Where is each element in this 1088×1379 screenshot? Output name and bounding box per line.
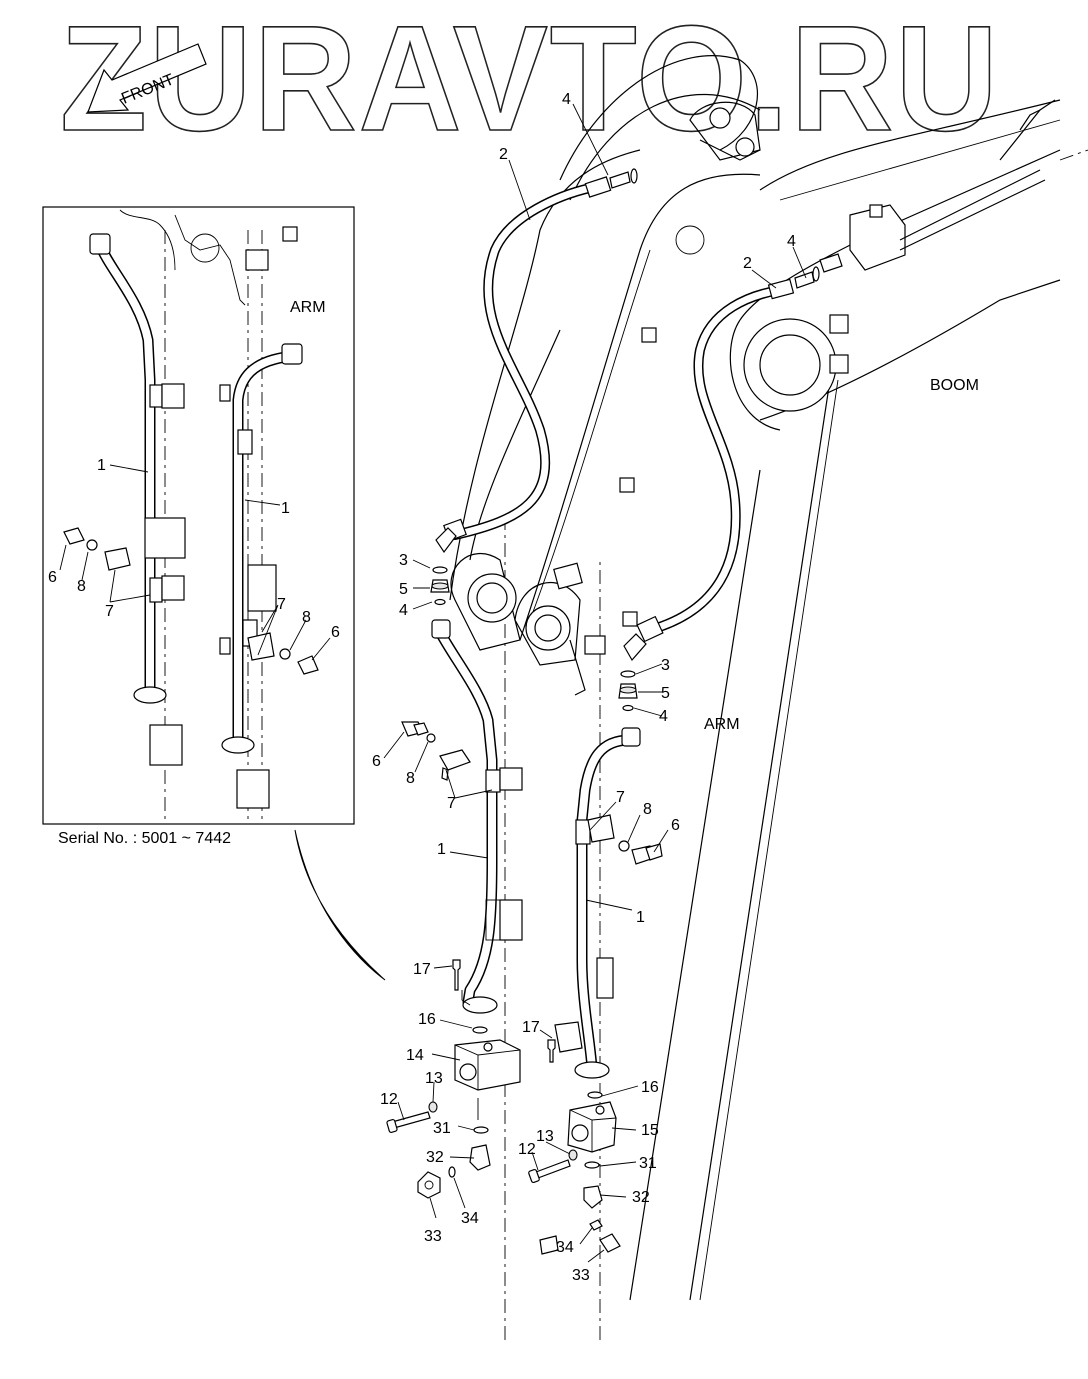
callout-item-5: 5 [399,581,408,598]
clamp-set-main-left [401,721,471,781]
callout-item-34: 34 [461,1210,479,1227]
arm-structure [449,55,1088,1340]
callout-item-33: 33 [424,1228,442,1245]
callout-item-8: 8 [302,609,311,626]
callout-numbers: 1 1 1 1 2 2 3 3 4 4 4 4 5 5 6 6 6 6 7 7 … [48,91,796,1284]
clamp-set-main-right [587,814,663,865]
callout-item-13: 13 [425,1070,443,1087]
callout-item-32: 32 [426,1149,444,1166]
callout-item-7: 7 [447,795,456,812]
arm-label-inset: ARM [290,299,326,316]
callout-item-4: 4 [659,708,668,725]
callout-item-8: 8 [406,770,415,787]
callout-item-2: 2 [499,146,508,163]
callout-item-6: 6 [671,817,680,834]
callout-item-1: 1 [636,909,645,926]
callout-item-16: 16 [418,1011,436,1028]
upper-fittings [609,168,843,289]
callout-item-3: 3 [399,552,408,569]
callout-item-34: 34 [556,1239,574,1256]
callout-item-31: 31 [433,1120,451,1137]
inset-panel [42,206,355,825]
callout-item-1: 1 [97,457,106,474]
callout-item-8: 8 [77,578,86,595]
callout-item-17: 17 [413,961,431,978]
callout-item-1: 1 [281,500,290,517]
callout-item-16: 16 [641,1079,659,1096]
callout-item-4: 4 [562,91,571,108]
pipe-right-main [574,727,641,1079]
hose-right [623,278,795,662]
callout-item-7: 7 [616,789,625,806]
callout-item-6: 6 [372,753,381,770]
callout-item-15: 15 [641,1122,659,1139]
fittings-left [430,566,450,606]
callout-item-17: 17 [522,1019,540,1036]
callout-item-3: 3 [661,657,670,674]
callout-item-12: 12 [518,1141,536,1158]
callout-item-7: 7 [105,603,114,620]
serial-caption: Serial No. : 5001 ~ 7442 [58,830,231,847]
callout-item-31: 31 [639,1155,657,1172]
callout-item-6: 6 [48,569,57,586]
callout-item-8: 8 [643,801,652,818]
callout-item-5: 5 [661,685,670,702]
callout-item-14: 14 [406,1047,424,1064]
callout-item-32: 32 [632,1189,650,1206]
callout-item-33: 33 [572,1267,590,1284]
valve-block-14 [386,959,521,1199]
callout-item-2: 2 [743,255,752,272]
callout-item-7: 7 [277,596,286,613]
callout-item-12: 12 [380,1091,398,1108]
inset-pointer-arrow [294,829,386,981]
callout-item-4: 4 [399,602,408,619]
callout-item-13: 13 [536,1128,554,1145]
leader-lines [59,103,807,1263]
callout-item-6: 6 [331,624,340,641]
callout-item-4: 4 [787,233,796,250]
pipe-left-main [431,619,523,1014]
valve-block-15 [528,1021,621,1255]
boom-label: BOOM [930,377,979,394]
watermark-text: ZURAVTO.RU [60,0,1000,162]
hose-left [435,176,612,554]
arm-label-main: ARM [704,716,740,733]
fittings-right [618,670,638,712]
callout-item-1: 1 [437,841,446,858]
